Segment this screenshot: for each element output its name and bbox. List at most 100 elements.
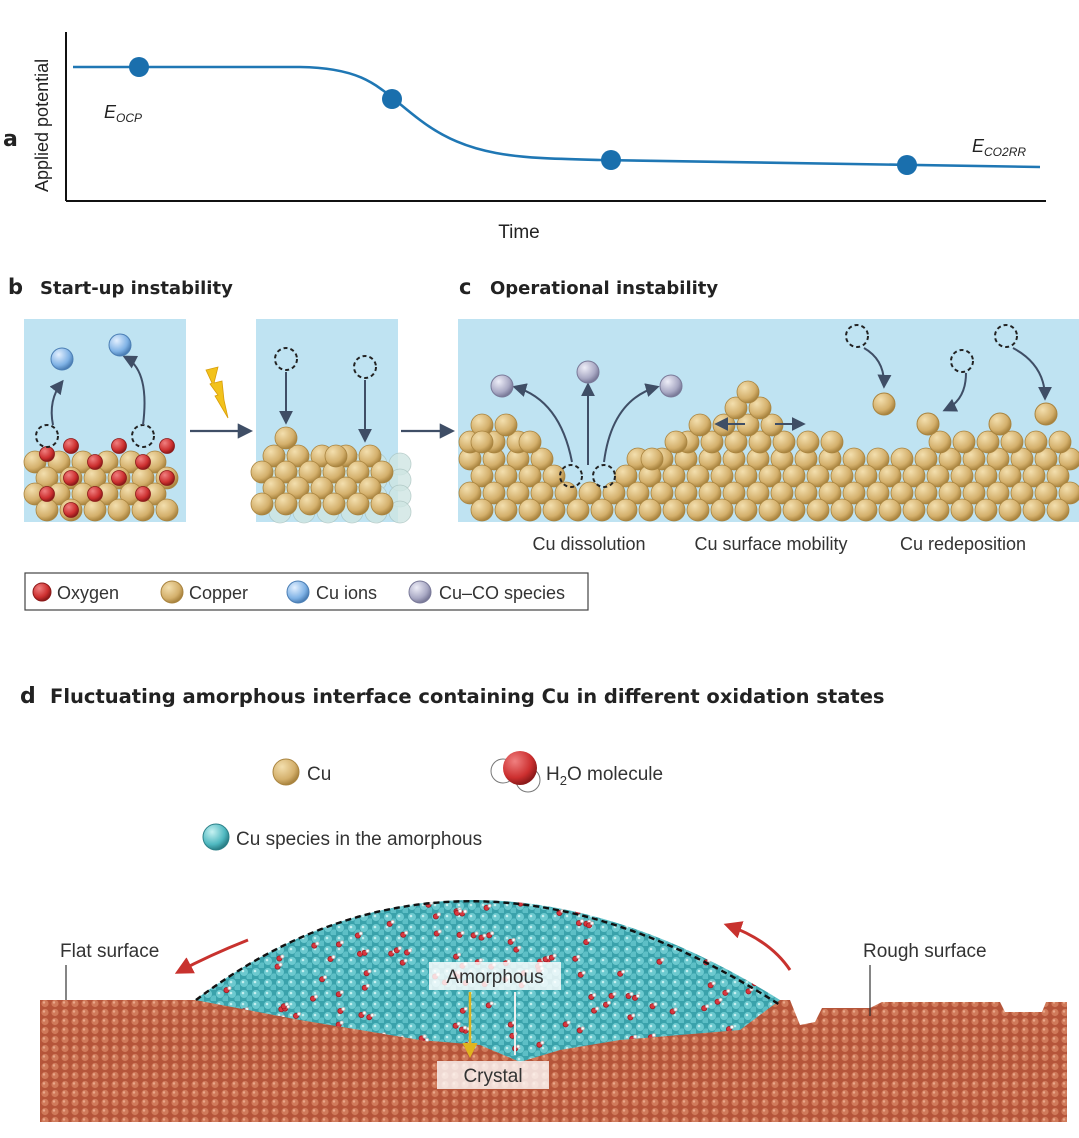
water-hydrogen (259, 917, 264, 922)
water-hydrogen (653, 1002, 658, 1007)
copper-atom (1046, 498, 1070, 522)
water-oxygen (649, 917, 656, 924)
water-hydrogen (474, 931, 479, 936)
label-crystal: Crystal (463, 1066, 522, 1087)
marker-mid (601, 150, 621, 170)
water-hydrogen (629, 992, 634, 997)
copper-atom (470, 498, 494, 522)
water-hydrogen (458, 908, 463, 913)
water-hydrogen (595, 1006, 600, 1011)
copper-atom (640, 447, 664, 471)
copper-atom (770, 481, 794, 505)
oxygen-atom (39, 446, 55, 462)
water-hydrogen (712, 935, 717, 940)
copper-atom (976, 430, 1000, 454)
copper-atom (1034, 402, 1058, 426)
panel-b: b Start-up instability (8, 275, 456, 524)
water-oxygen (299, 900, 306, 904)
water-hydrogen (472, 1044, 477, 1049)
dissolution-arrow (49, 379, 64, 426)
oxygen-atom (135, 486, 151, 502)
copper-atom (998, 464, 1022, 488)
copper-atom (1048, 430, 1072, 454)
oxygen-atom (39, 486, 55, 502)
water-oxygen (233, 958, 240, 965)
water-oxygen (252, 900, 259, 907)
copper-atom (262, 444, 286, 468)
label-rough-surface: Rough surface (863, 941, 987, 962)
water-hydrogen (705, 1004, 710, 1009)
copper-atom (926, 464, 950, 488)
water-hydrogen (227, 986, 232, 991)
copper-atom (542, 464, 566, 488)
marker-transition (382, 89, 402, 109)
copper-atom (662, 464, 686, 488)
copper-atom (986, 481, 1010, 505)
copper-atom (758, 464, 782, 488)
copper-atom (262, 476, 286, 500)
copper-atom (962, 481, 986, 505)
copper-atom (952, 430, 976, 454)
oxidized-copper-slab (23, 438, 179, 522)
marker-end (897, 155, 917, 175)
copper-atom (938, 481, 962, 505)
reduced-copper-slab (250, 426, 412, 524)
water-hydrogen (660, 957, 665, 962)
marker-ocp (129, 57, 149, 77)
copper-atom (542, 498, 566, 522)
water-hydrogen (313, 994, 318, 999)
copper-atom (842, 481, 866, 505)
copper-atom (286, 444, 310, 468)
copper-atom (710, 498, 734, 522)
legend-h2o: H2O molecule (546, 764, 663, 788)
copper-atom (518, 464, 542, 488)
copper-atom (250, 460, 274, 484)
dissolution-arrow (122, 355, 146, 426)
redeposition-arrow (1012, 347, 1052, 401)
water-oxygen (220, 920, 227, 927)
copper-atom (155, 498, 179, 522)
copper-atom (494, 464, 518, 488)
copper-atom (470, 430, 494, 454)
copper-atom (782, 498, 806, 522)
water-oxygen (226, 955, 233, 962)
legend-cu-ions: Cu ions (316, 583, 377, 603)
caption-dissolution: Cu dissolution (532, 534, 645, 554)
legend-cu-co: Cu–CO species (439, 583, 565, 603)
water-hydrogen (280, 954, 285, 959)
copper-atom (370, 460, 394, 484)
water-hydrogen (462, 1025, 467, 1030)
copper-atom (938, 447, 962, 471)
water-oxygen (242, 950, 249, 957)
water-hydrogen (246, 949, 251, 954)
water-hydrogen (592, 993, 597, 998)
water-hydrogen (627, 915, 632, 920)
caption-redeposition: Cu redeposition (900, 534, 1026, 554)
water-hydrogen (296, 1011, 301, 1016)
copper-atom (1022, 498, 1046, 522)
water-hydrogen (456, 1021, 461, 1026)
label-flat-surface: Flat surface (60, 941, 159, 962)
copper-atom (724, 430, 748, 454)
oxygen-atom (63, 502, 79, 518)
oxygen-swatch (32, 582, 52, 602)
legend-amorphous-cu: Cu species in the amorphous (236, 829, 482, 850)
water-oxygen (253, 907, 260, 914)
cu-ion (108, 333, 132, 357)
copper-atom (988, 412, 1012, 436)
copper-atom (796, 430, 820, 454)
water-hydrogen (230, 954, 235, 959)
copper-atom (650, 481, 674, 505)
legend-oxygen: Oxygen (57, 583, 119, 603)
copper-atom (458, 481, 482, 505)
potential-curve (73, 65, 1041, 169)
cu-co-species (576, 360, 600, 384)
water-hydrogen (489, 1001, 494, 1006)
copper-atom (518, 498, 542, 522)
copper-atom (830, 498, 854, 522)
copper-atom (346, 492, 370, 516)
water-hydrogen (487, 903, 492, 908)
legend-copper: Copper (189, 583, 248, 603)
redeposition-source (845, 324, 869, 348)
